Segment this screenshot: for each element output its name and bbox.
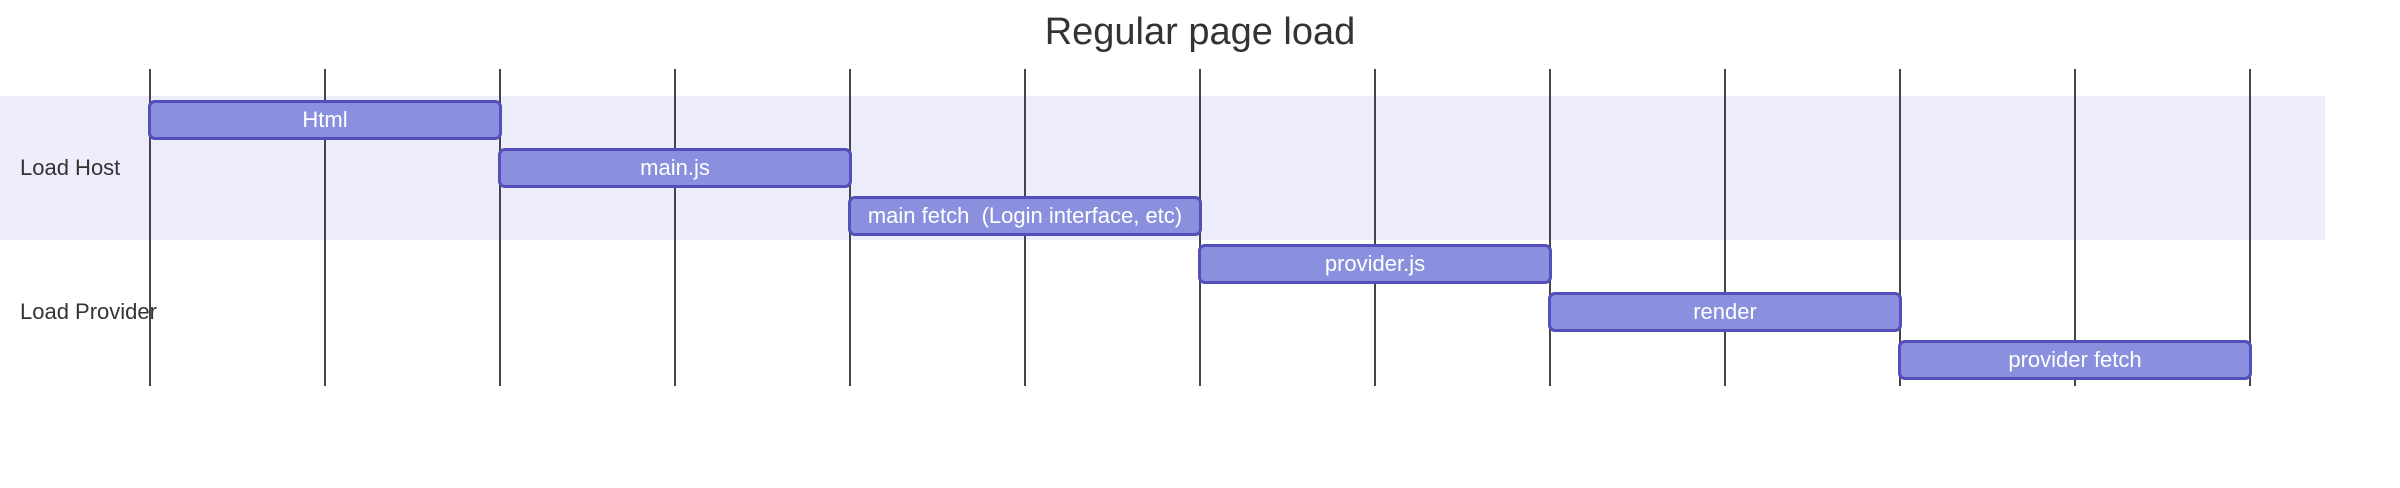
gridline (499, 69, 501, 386)
gridline (149, 69, 151, 386)
gridline (1374, 69, 1376, 386)
section-label-load-host: Load Host (20, 155, 121, 180)
gridline (1549, 69, 1551, 386)
task-label-render: render (1693, 299, 1757, 324)
chart-title: Regular page load (1044, 11, 1356, 53)
gridline (324, 69, 326, 386)
gridline (1899, 69, 1901, 386)
task-bar-main-fetch-login-interface-etc: main fetch (Login interface, etc) (848, 196, 1202, 236)
task-label-main-js: main.js (640, 155, 710, 180)
task-label-provider-fetch: provider fetch (2008, 347, 2142, 372)
task-label-html: Html (302, 107, 348, 132)
task-bar-provider-fetch: provider fetch (1898, 340, 2252, 380)
section-label-load-provider: Load Provider (20, 299, 157, 324)
task-label-provider-js: provider.js (1324, 251, 1426, 276)
gridline (2249, 69, 2251, 386)
gridline (2074, 69, 2076, 386)
task-bar-html: Html (148, 100, 502, 140)
gridline (674, 69, 676, 386)
task-label-main-fetch-login-interface-etc: main fetch (Login interface, etc) (867, 203, 1183, 228)
task-bar-provider-js: provider.js (1198, 244, 1552, 284)
task-bar-main-js: main.js (498, 148, 852, 188)
task-bar-render: render (1548, 292, 1902, 332)
gridline (1724, 69, 1726, 386)
